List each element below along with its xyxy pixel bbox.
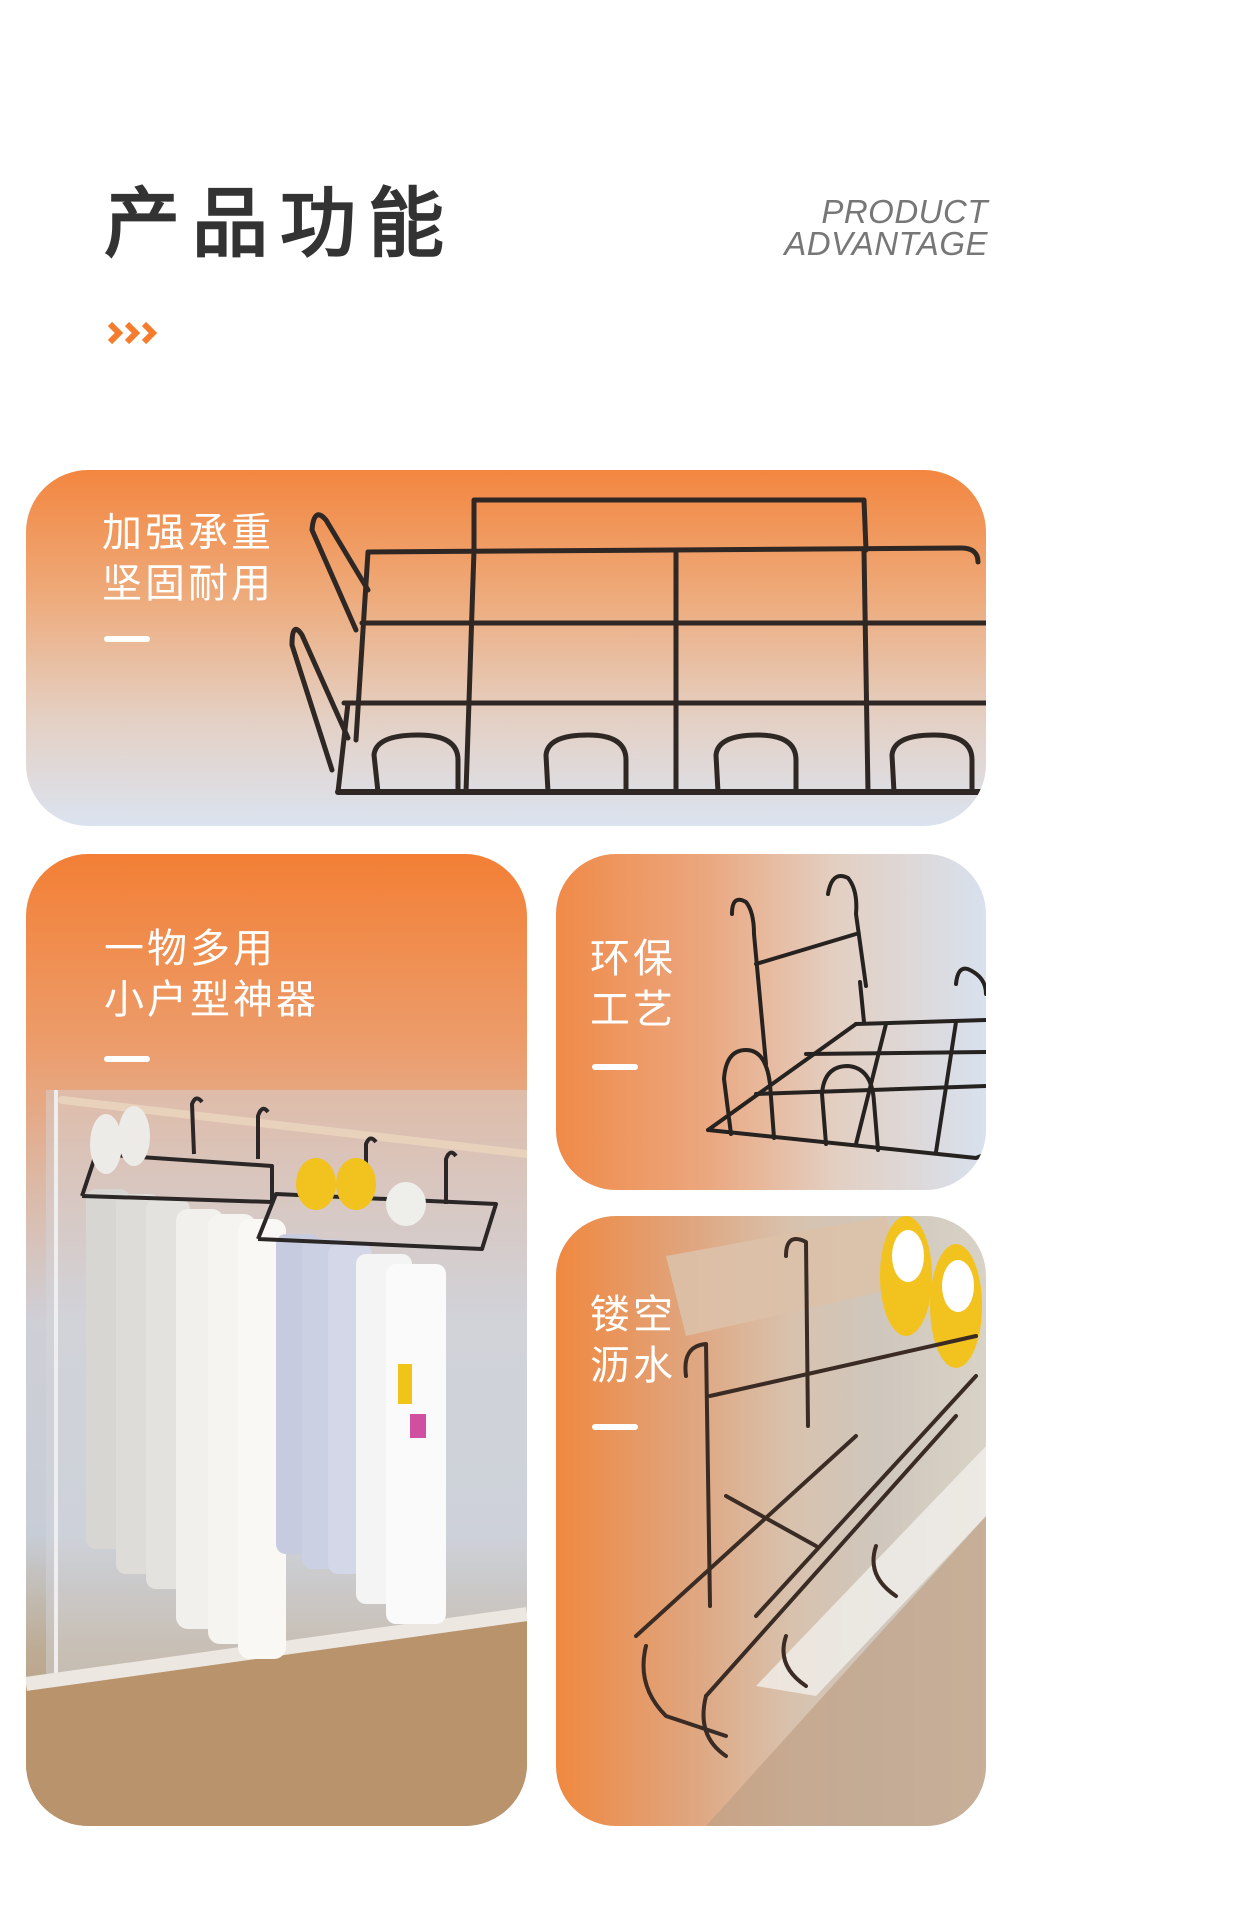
feature-label: 环保 工艺 [590, 936, 676, 1033]
feature-label: 一物多用 小户型神器 [104, 926, 319, 1023]
feature-label: 镂空 沥水 [590, 1292, 676, 1389]
feature-card-eco-craft: 环保 工艺 [556, 854, 986, 1190]
rack-on-rail-with-sneakers-image [634, 1216, 986, 1826]
triple-chevron-right-icon [107, 321, 158, 345]
hanging-wire-rack-image [706, 874, 986, 1160]
wire-rack-closeup-image [289, 497, 986, 795]
page-title: 产品功能 [104, 179, 456, 268]
label-underline-dash [104, 1056, 150, 1062]
label-underline-dash [104, 636, 150, 642]
label-underline-dash [592, 1424, 638, 1430]
label-underline-dash [592, 1064, 638, 1070]
feature-card-load-bearing: 加强承重 坚固耐用 [26, 470, 986, 826]
subtitle-line-2: ADVANTAGE [784, 225, 988, 262]
feature-label: 加强承重 坚固耐用 [102, 510, 274, 607]
rack-with-shoes-and-clothes-image [26, 1090, 527, 1826]
page-subtitle: PRODUCT ADVANTAGE [784, 193, 988, 262]
feature-card-multi-use: 一物多用 小户型神器 [26, 854, 527, 1826]
feature-card-hollow-drain: 镂空 沥水 [556, 1216, 986, 1826]
subtitle-line-1: PRODUCT [821, 193, 988, 230]
